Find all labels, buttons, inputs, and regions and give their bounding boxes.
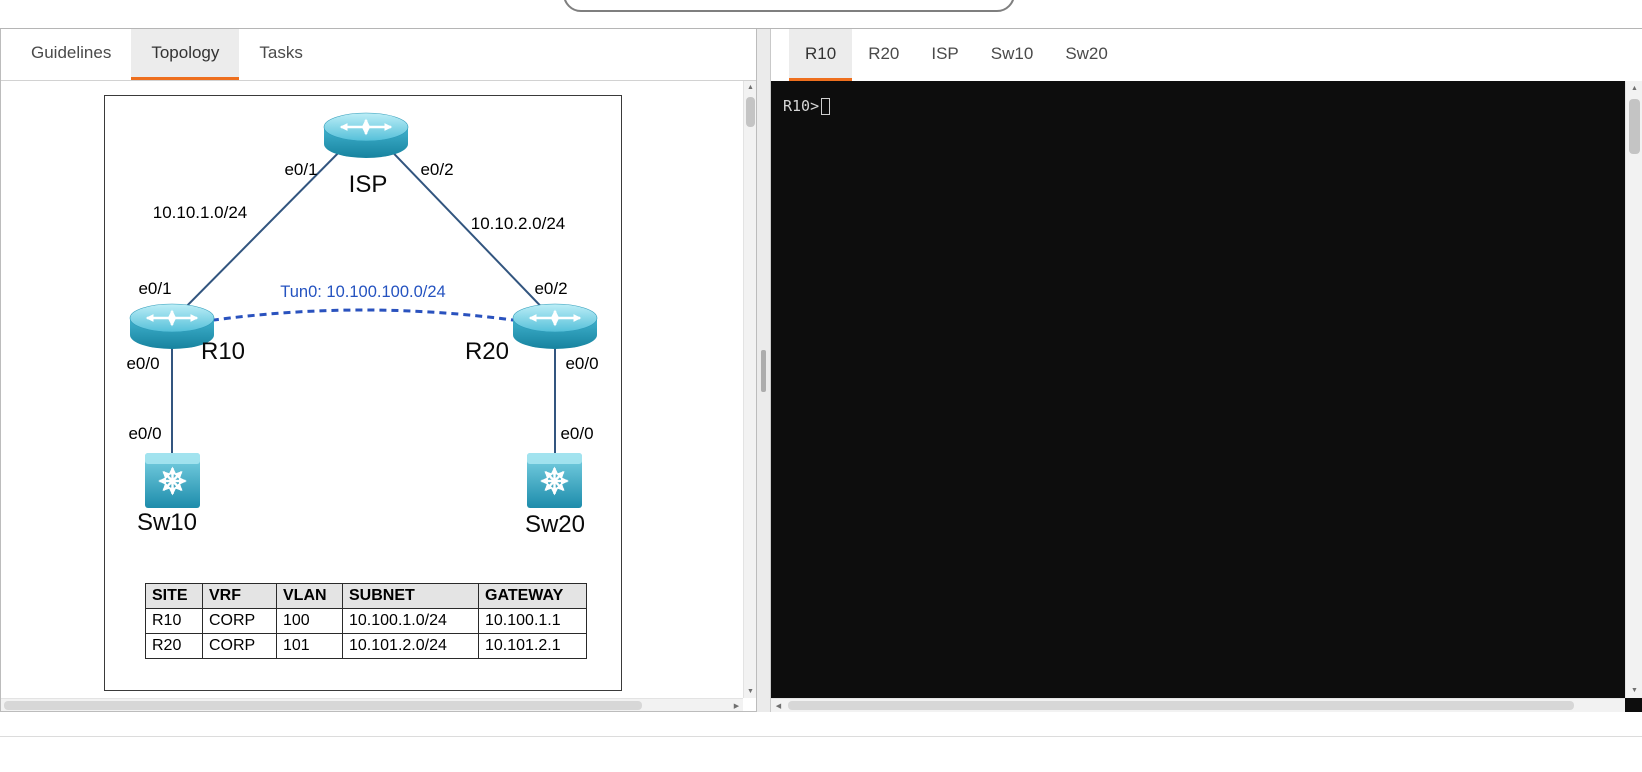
- table-cell: 10.100.1.1: [478, 608, 587, 634]
- splitter-handle-icon[interactable]: [761, 349, 766, 392]
- table-cell: R20: [145, 633, 203, 659]
- port-label-r10-e00: e0/0: [126, 354, 159, 373]
- subnet-label-right-link: 10.10.2.0/24: [471, 214, 566, 233]
- top-strip: [0, 0, 1642, 28]
- console-tab-isp[interactable]: ISP: [931, 43, 959, 63]
- port-label-r20-e00: e0/0: [565, 354, 598, 373]
- table-cell: CORP: [202, 608, 277, 634]
- console-tab-sw20[interactable]: Sw20: [1065, 43, 1108, 63]
- subnet-label-left-link: 10.10.1.0/24: [153, 203, 248, 222]
- table-cell: 10.101.2.0/24: [342, 633, 479, 659]
- table-cell: 100: [276, 608, 343, 634]
- port-label-r10-e01: e0/1: [138, 279, 171, 298]
- device-label-sw20: Sw20: [525, 511, 585, 538]
- bottom-divider: [0, 736, 1642, 737]
- left-tabbar: Guidelines Topology Tasks: [1, 29, 756, 81]
- tab-tasks[interactable]: Tasks: [259, 43, 303, 62]
- tab-guidelines[interactable]: Guidelines: [31, 43, 112, 62]
- scroll-down-arrow[interactable]: ▼: [1631, 687, 1638, 694]
- table-cell: R10: [145, 608, 203, 634]
- port-label-isp-e02: e0/2: [420, 160, 453, 179]
- panel-splitter[interactable]: [757, 29, 771, 712]
- link-isp-r10: [171, 135, 356, 322]
- port-label-isp-e01: e0/1: [284, 160, 317, 179]
- lab-info-panel: Guidelines Topology Tasks: [0, 29, 757, 712]
- table-cell: 101: [276, 633, 343, 659]
- scrollbar-corner: [1625, 698, 1642, 712]
- scroll-down-arrow[interactable]: ▼: [747, 688, 754, 695]
- router-icon-r20: [513, 304, 597, 349]
- port-label-r20-e02: e0/2: [534, 279, 567, 298]
- table-header-subnet: SUBNET: [342, 583, 479, 609]
- scrollbar-thumb[interactable]: [746, 97, 755, 127]
- table-cell: 10.100.1.0/24: [342, 608, 479, 634]
- terminal-vertical-scrollbar[interactable]: ▲ ▼: [1625, 81, 1642, 698]
- device-label-r10: R10: [201, 338, 245, 365]
- device-label-sw10: Sw10: [137, 509, 197, 536]
- terminal-r10[interactable]: R10>: [771, 81, 1625, 698]
- site-vrf-vlan-table: SITE VRF VLAN SUBNET GATEWAY R10 CORP 10…: [145, 583, 587, 659]
- link-isp-r20: [376, 135, 556, 322]
- left-horizontal-scrollbar[interactable]: ▶: [1, 698, 743, 711]
- scrollbar-thumb[interactable]: [4, 701, 643, 710]
- console-tab-sw10[interactable]: Sw10: [990, 43, 1034, 63]
- scrollbar-thumb[interactable]: [1629, 99, 1640, 154]
- top-center-panel: [563, 0, 1015, 12]
- console-tab-r20[interactable]: R20: [868, 43, 900, 63]
- console-tabbar: R10 R20 ISP Sw10 Sw20: [771, 29, 1642, 81]
- switch-icon-sw20: [527, 453, 582, 508]
- scrollbar-thumb[interactable]: [788, 701, 1574, 710]
- terminal-cursor: [821, 98, 831, 115]
- device-label-isp: ISP: [349, 171, 388, 198]
- terminal-area: R10> ▲ ▼ ◀: [771, 81, 1642, 712]
- scroll-right-arrow[interactable]: ▶: [733, 702, 740, 710]
- scroll-up-arrow[interactable]: ▲: [1631, 85, 1638, 92]
- terminal-prompt: R10>: [783, 97, 820, 115]
- scroll-left-arrow[interactable]: ◀: [775, 703, 782, 710]
- console-tab-r10[interactable]: R10: [789, 29, 853, 81]
- main-area: Guidelines Topology Tasks: [0, 28, 1642, 712]
- table-row: R20 CORP 101 10.101.2.0/24 10.101.2.1: [145, 633, 587, 659]
- switch-icon-sw10: [145, 453, 200, 508]
- tunnel-link-r10-r20: [199, 308, 528, 324]
- router-icon-isp: [324, 113, 408, 158]
- device-label-r20: R20: [465, 338, 509, 365]
- table-header-row: SITE VRF VLAN SUBNET GATEWAY: [145, 583, 587, 609]
- table-header-vrf: VRF: [202, 583, 277, 609]
- table-cell: CORP: [202, 633, 277, 659]
- console-panel: R10 R20 ISP Sw10 Sw20 R10> ▲ ▼ ◀: [771, 29, 1642, 712]
- table-header-site: SITE: [145, 583, 203, 609]
- table-cell: 10.101.2.1: [478, 633, 587, 659]
- left-vertical-scrollbar[interactable]: ▲ ▼: [743, 81, 756, 698]
- tab-topology[interactable]: Topology: [131, 29, 240, 80]
- port-label-sw20-e00: e0/0: [560, 424, 593, 443]
- table-header-vlan: VLAN: [276, 583, 343, 609]
- topology-diagram: ISP R10 R20 Sw10 Sw20 e0/1 e0/2 e0/1 e0/…: [104, 95, 622, 691]
- table-header-gateway: GATEWAY: [478, 583, 587, 609]
- bottom-strip: [0, 736, 1642, 772]
- topology-content: ISP R10 R20 Sw10 Sw20 e0/1 e0/2 e0/1 e0/…: [1, 81, 756, 711]
- tunnel-label: Tun0: 10.100.100.0/24: [280, 283, 445, 301]
- port-label-sw10-e00: e0/0: [128, 424, 161, 443]
- terminal-horizontal-scrollbar[interactable]: ◀: [771, 698, 1625, 712]
- topology-canvas: ISP R10 R20 Sw10 Sw20 e0/1 e0/2 e0/1 e0/…: [126, 96, 599, 538]
- scroll-up-arrow[interactable]: ▲: [747, 84, 754, 91]
- table-row: R10 CORP 100 10.100.1.0/24 10.100.1.1: [145, 608, 587, 634]
